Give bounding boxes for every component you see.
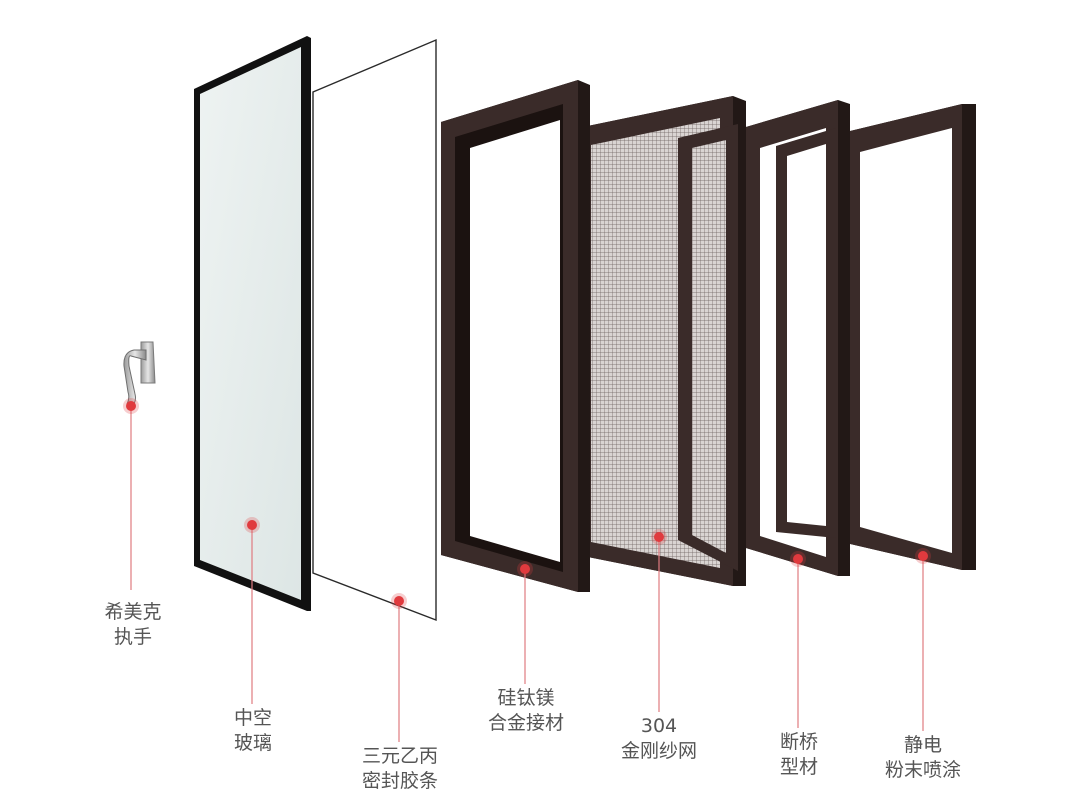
powder-coated-frame	[846, 104, 976, 570]
profile-label: 断桥型材	[729, 730, 869, 780]
profile-label-line: 型材	[779, 756, 818, 778]
frame-label: 硅钛镁合金接材	[456, 686, 596, 736]
handle-marker-dot	[126, 401, 136, 411]
frame-label-line: 合金接材	[487, 712, 564, 734]
seal-label-line: 密封胶条	[361, 770, 438, 792]
coating-label-line: 静电	[903, 734, 942, 756]
seal-strip	[312, 38, 437, 622]
screen-marker-dot	[654, 532, 664, 542]
handle-label: 希美克执手	[63, 600, 203, 650]
screen-label-line: 304	[640, 715, 678, 737]
marker-dots	[123, 398, 931, 609]
coating-marker-dot	[918, 551, 928, 561]
thermal-break-profile	[746, 100, 850, 576]
frame-marker-dot	[520, 564, 530, 574]
glass-label-line: 玻璃	[233, 732, 272, 754]
seal-label-line: 三元乙丙	[361, 745, 438, 767]
coating-label-line: 粉末喷涂	[884, 759, 961, 781]
seal-label: 三元乙丙密封胶条	[330, 744, 470, 794]
frame-label-line: 硅钛镁	[497, 687, 555, 709]
seal-marker-dot	[394, 596, 404, 606]
screen-label: 304 金刚纱网	[589, 714, 729, 764]
profile-label-line: 断桥	[779, 731, 818, 753]
profile-marker-dot	[793, 554, 803, 564]
glass-marker-dot	[247, 520, 257, 530]
window-handle	[123, 341, 156, 409]
screen-label-line: 金刚纱网	[620, 740, 697, 762]
coating-label: 静电粉末喷涂	[853, 733, 993, 783]
alloy-frame	[441, 80, 590, 592]
leader-lines	[130, 406, 924, 742]
handle-label-line: 执手	[113, 626, 152, 648]
glass-label-line: 中空	[233, 707, 272, 729]
handle-label-line: 希美克	[104, 601, 162, 623]
glass-panel	[194, 36, 311, 611]
mesh-screen	[578, 96, 746, 586]
glass-label: 中空玻璃	[183, 706, 323, 756]
